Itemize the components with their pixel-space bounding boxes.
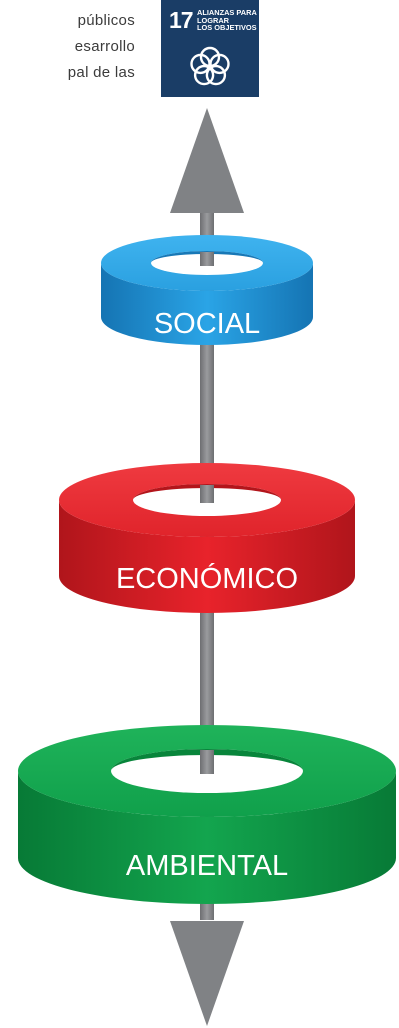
paragraph-line: pal de las bbox=[67, 64, 135, 81]
ring-ambiental: AMBIENTAL bbox=[18, 725, 396, 904]
paragraph-line: públicos bbox=[77, 12, 135, 29]
paragraph-line: esarrollo bbox=[74, 38, 135, 55]
arrow-down-icon bbox=[170, 921, 244, 1026]
sdg-title-line: LOS OBJETIVOS bbox=[197, 23, 257, 33]
arrow-up-icon bbox=[170, 108, 244, 213]
ring-social: SOCIAL bbox=[101, 235, 313, 345]
sdg-title: ALIANZAS PARA LOGRAR LOS OBJETIVOS bbox=[197, 9, 257, 32]
sdg17-flower-icon bbox=[190, 46, 230, 86]
ring-label-ambiental: AMBIENTAL bbox=[126, 850, 288, 882]
sdg-number: 17 bbox=[169, 7, 194, 33]
ring-label-social: SOCIAL bbox=[154, 308, 260, 340]
ring-economico: ECONÓMICO bbox=[59, 463, 355, 613]
sdg-title-line: ALIANZAS PARA bbox=[197, 8, 257, 17]
sdg-title-line: LOGRAR bbox=[197, 15, 230, 25]
partial-paragraph: públicos esarrollo pal de las bbox=[0, 8, 135, 86]
sdg17-badge: 17 ALIANZAS PARA LOGRAR LOS OBJETIVOS bbox=[161, 0, 259, 97]
ring-label-economico: ECONÓMICO bbox=[116, 562, 298, 595]
